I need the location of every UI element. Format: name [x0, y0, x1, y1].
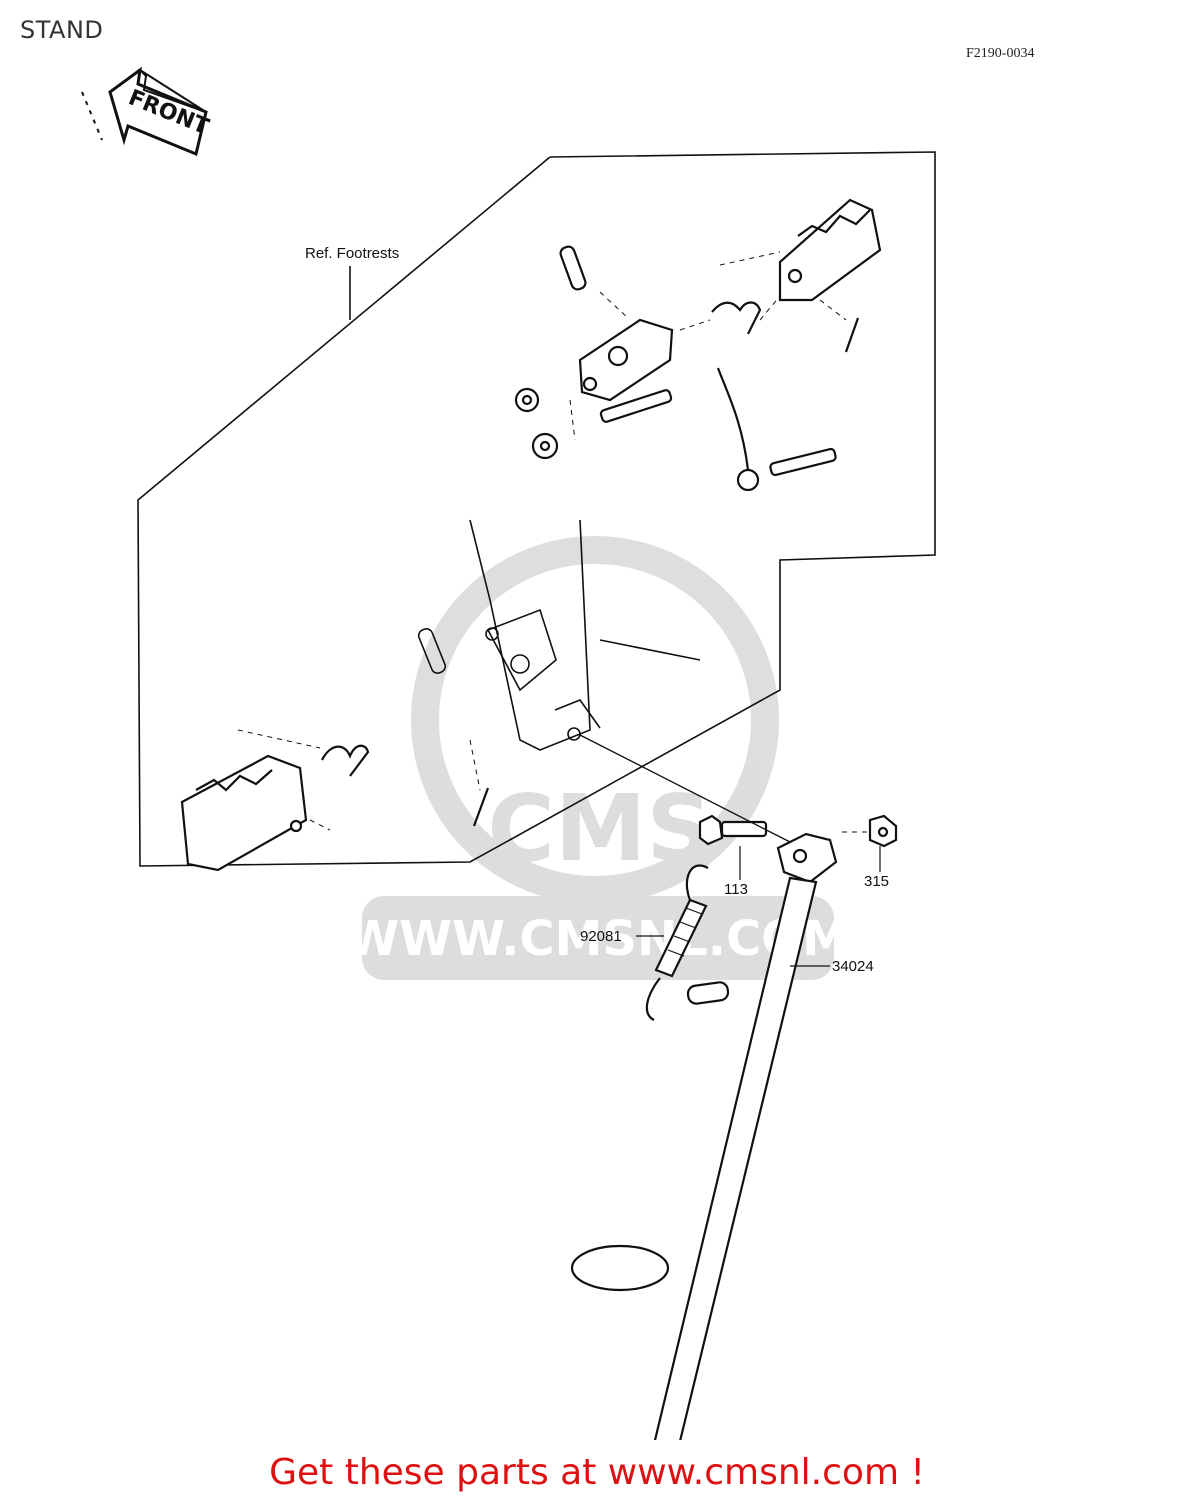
diagram-code: F2190-0034: [966, 46, 1035, 61]
watermark-url: WWW.CMSNL.COM: [346, 911, 850, 967]
cms-watermark: CMS WWW.CMSNL.COM: [346, 536, 850, 980]
page-title: STAND: [20, 16, 104, 44]
callout-92081: 92081: [580, 928, 622, 945]
front-arrow-icon: FRONT: [81, 66, 212, 157]
frame-bracket: [417, 519, 701, 751]
watermark-brand: CMS: [487, 775, 712, 882]
callout-315: 315: [864, 873, 889, 890]
footrest-reference-boundary: [137, 151, 936, 867]
callout-113: 113: [724, 881, 748, 898]
exploded-parts-diagram: CMS WWW.CMSNL.COM FRONT Ref. Footrests: [81, 66, 936, 1440]
footer-cta[interactable]: Get these parts at www.cmsnl.com !: [269, 1452, 925, 1493]
upper-footrest-assembly: [514, 198, 882, 492]
side-stand-assembly: [570, 734, 898, 1440]
reference-footrests-label: Ref. Footrests: [305, 245, 399, 262]
callout-leaders: [636, 846, 881, 967]
callout-34024: 34024: [832, 958, 874, 975]
lower-footrest-assembly: [180, 729, 490, 872]
